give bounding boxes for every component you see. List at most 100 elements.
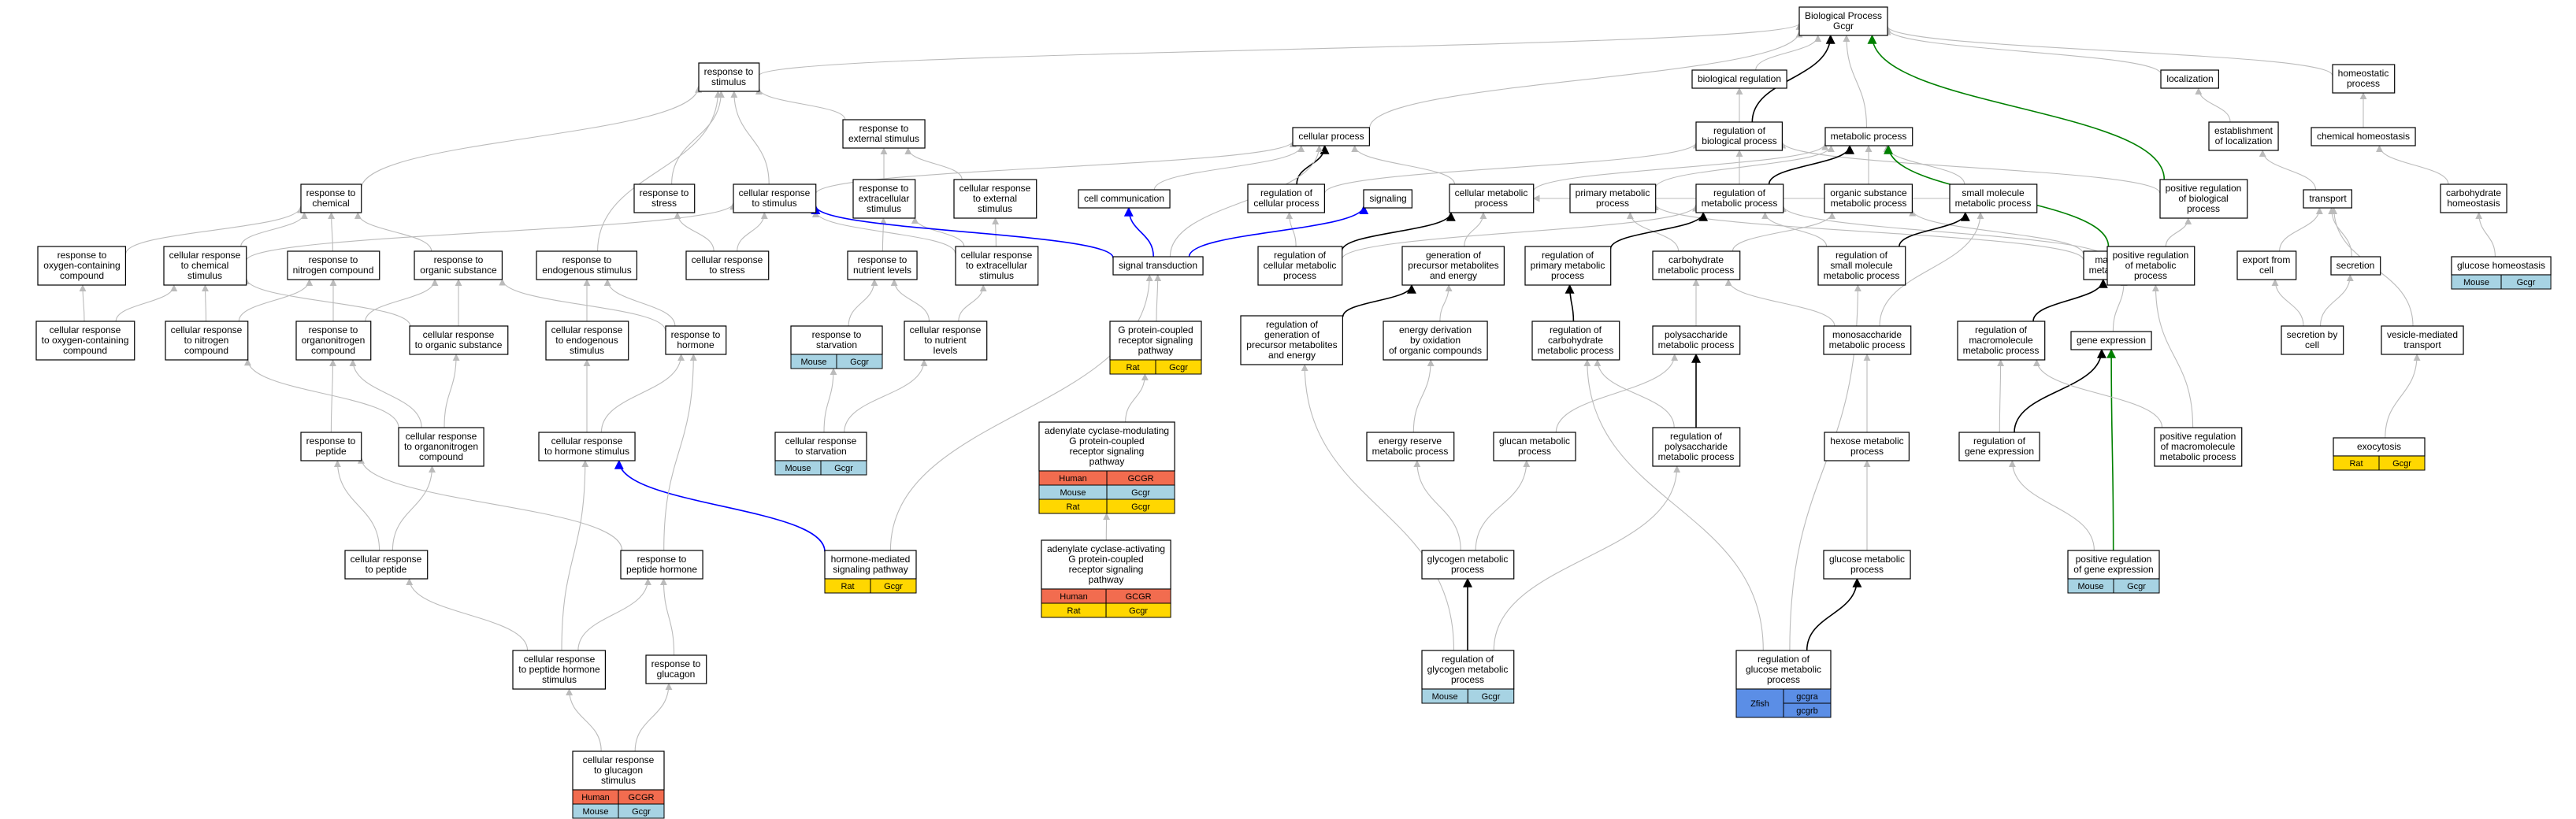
edge-exocytosis-to-vesicle xyxy=(2385,354,2421,439)
node-label-line: process xyxy=(1451,674,1484,685)
species-label: Human xyxy=(581,793,609,802)
node-label-line: response to xyxy=(858,254,908,265)
node-label-line: secretion xyxy=(2337,260,2375,271)
node-box xyxy=(847,250,918,280)
species-label: Zfish xyxy=(1750,699,1769,709)
node-label-line: G protein-coupled xyxy=(1069,435,1144,447)
node-label-line: cellular response xyxy=(50,324,121,335)
node-label-line: to peptide hormone xyxy=(518,664,600,675)
node-label-line: glucan metabolic xyxy=(1499,435,1570,447)
node-label-line: cellular response xyxy=(961,250,1033,261)
node-label-line: peptide xyxy=(315,446,347,457)
node-label-line: regulation of xyxy=(1975,324,2028,335)
node-label-line: cell communication xyxy=(1084,193,1164,204)
edge-rtendo-to-rts xyxy=(597,91,722,252)
edge-crts-to-cp xyxy=(815,140,1297,195)
node-label-line: to starvation xyxy=(795,446,846,457)
node-label-line: cellular response xyxy=(583,754,655,765)
node-label-line: signaling xyxy=(1369,193,1406,204)
edge-secbycell-to-exportcell xyxy=(2271,279,2304,327)
species-label: Rat xyxy=(1126,363,1139,372)
gene-label: Gcgr xyxy=(1129,606,1148,616)
edge-crtphs-to-crthormone xyxy=(561,460,589,651)
node-label-line: export from xyxy=(2243,254,2291,265)
node-label-line: oxygen-containing xyxy=(43,260,120,271)
node-label-line: of macromolecule xyxy=(2161,441,2236,452)
node-label-line: adenylate cyclase-activating xyxy=(1047,543,1165,554)
node-label-line: cellular response xyxy=(739,187,811,198)
node-label-line: starvation xyxy=(816,339,857,350)
node-label-line: organic substance xyxy=(1830,187,1907,198)
edge-regpmp-to-regmp xyxy=(1609,211,1709,250)
node-label-line: glucose metabolic xyxy=(1829,554,1905,565)
node-label-line: Biological Process xyxy=(1805,10,1882,21)
node-label-line: to organic substance xyxy=(415,339,503,350)
gene-label: Gcgr xyxy=(632,807,651,817)
gene-label: Gcgr xyxy=(884,582,903,591)
species-label: Human xyxy=(1059,474,1086,484)
node-label-line: positive regulation xyxy=(2076,554,2152,565)
edge-crtstress-to-crts xyxy=(737,212,768,252)
edge-rtnc-to-rtchem xyxy=(328,212,336,252)
node-box xyxy=(1292,127,1370,146)
gene-label: gcgra xyxy=(1796,692,1818,702)
edge-regglucose-to-regcarbmp xyxy=(1583,359,1764,651)
node-label-line: hormone-mediated xyxy=(831,554,911,565)
node-label-line: response to xyxy=(859,123,909,134)
node-box xyxy=(2381,325,2464,355)
node-label-line: response to xyxy=(812,329,862,340)
node-label-line: process xyxy=(2347,78,2380,89)
node-label-line: of localization xyxy=(2215,135,2273,146)
node-box xyxy=(1383,321,1488,361)
node-label-line: homeostasis xyxy=(2447,198,2500,209)
node-box xyxy=(1363,189,1412,209)
node-label-line: process xyxy=(1850,564,1884,575)
node-label-line: cellular process xyxy=(1298,131,1364,142)
edge-regbp-to-bp xyxy=(1751,34,1835,123)
node-label-line: energy derivation xyxy=(1399,324,1472,335)
node-label-line: to oxygen-containing xyxy=(42,335,129,346)
gene-label: Gcgr xyxy=(834,464,853,473)
node-label-line: G protein-coupled xyxy=(1118,324,1193,335)
node-label-line: cellular response xyxy=(551,435,623,447)
node-label-line: cellular response xyxy=(169,250,241,261)
gene-label: gcgrb xyxy=(1796,706,1818,716)
node-label-line: chemical xyxy=(312,198,349,209)
node-box xyxy=(1824,183,1913,213)
node-box xyxy=(698,62,760,92)
node-box xyxy=(1652,427,1741,467)
node-label-line: external stimulus xyxy=(848,133,919,144)
edge-rthormone-to-rtendo xyxy=(603,279,676,327)
node-label-line: stimulus xyxy=(187,270,222,281)
edge-regcp-to-cp xyxy=(1296,144,1330,185)
node-label-line: response to xyxy=(309,254,358,265)
gene-cell xyxy=(2500,274,2552,290)
node-box xyxy=(1078,189,1171,209)
node-label-line: Gcgr xyxy=(1833,20,1854,32)
node-label-line: receptor signaling xyxy=(1070,446,1145,457)
node-label-line: stimulus xyxy=(979,270,1014,281)
node-label-line: to nitrogen xyxy=(184,335,229,346)
node-label-line: of gene expression xyxy=(2073,564,2153,575)
edge-hormonemed-to-crthormone xyxy=(614,459,826,552)
edges-layer xyxy=(79,22,2496,752)
node-label-line: response to xyxy=(306,435,356,447)
edge-sigtrans-to-cp xyxy=(1169,145,1323,258)
species-label: Mouse xyxy=(1060,488,1086,498)
node-secretion: secretion xyxy=(2330,256,2381,276)
edge-rtpeptidehormone-to-rtpeptide xyxy=(357,456,623,551)
